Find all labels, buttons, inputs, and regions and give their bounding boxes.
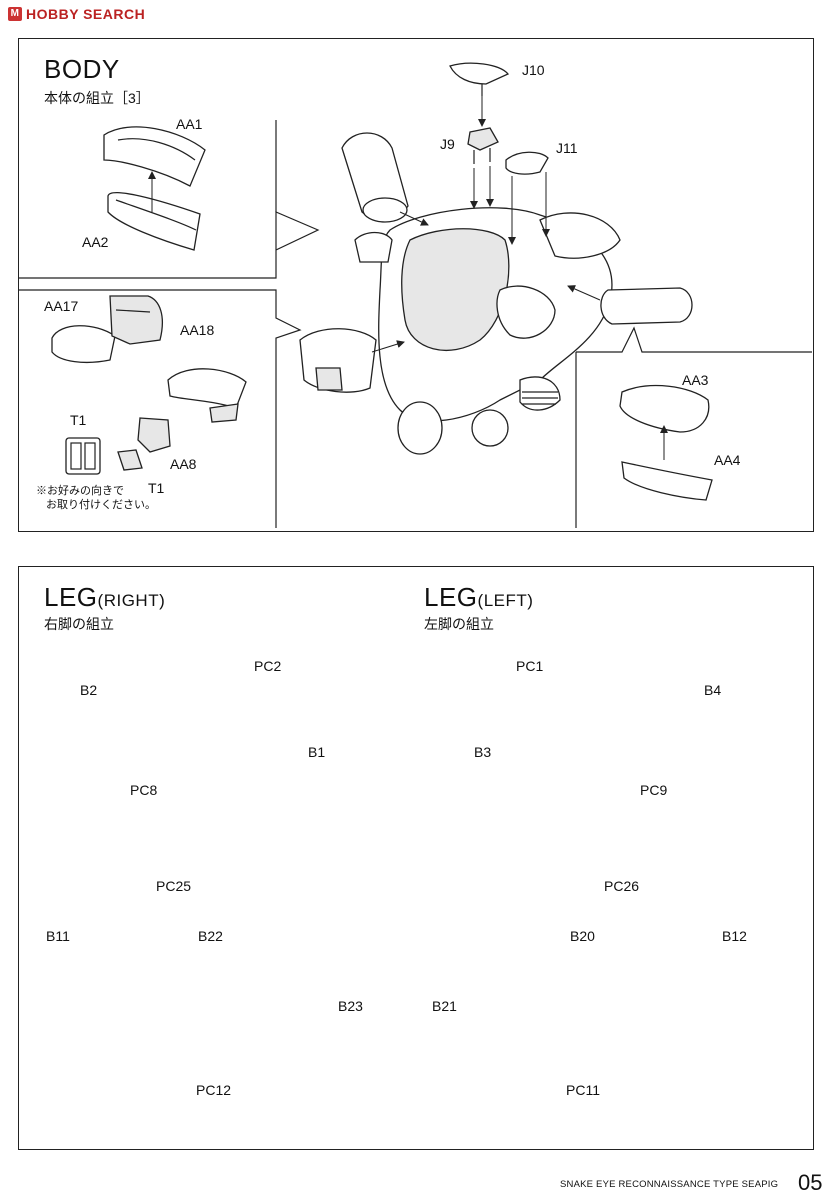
label-b20: B20: [570, 928, 595, 944]
label-j9: J9: [440, 136, 455, 152]
label-t1-bottom: T1: [148, 480, 165, 496]
leg-left-subtitle: 左脚の組立: [424, 616, 494, 632]
label-t1-top: T1: [70, 412, 87, 428]
aa4-part: [621, 461, 713, 501]
label-b22: B22: [198, 928, 223, 944]
label-pc12: PC12: [196, 1082, 232, 1098]
label-b23: B23: [338, 998, 363, 1014]
aa8-part: [117, 417, 171, 471]
label-aa8: AA8: [170, 456, 197, 472]
label-aa17: AA17: [44, 298, 79, 314]
label-b11: B11: [46, 928, 70, 944]
body-subtitle: 本体の組立［3］: [44, 90, 150, 106]
leg-right-title-main: LEG: [44, 582, 98, 612]
watermark: M HOBBY SEARCH: [8, 6, 145, 22]
leg-left-title-paren: (LEFT): [477, 591, 534, 610]
label-aa3: AA3: [682, 372, 709, 388]
label-aa4: AA4: [714, 452, 741, 468]
capsule-part: [600, 287, 693, 325]
j11-part: [505, 151, 549, 175]
t1-part: [65, 437, 101, 475]
label-pc2: PC2: [254, 658, 282, 674]
watermark-suffix: SEARCH: [83, 6, 146, 22]
label-j10: J10: [522, 62, 545, 78]
aa18-right-part: [167, 368, 247, 423]
label-pc8: PC8: [130, 782, 158, 798]
label-b4: B4: [704, 682, 722, 698]
aa2-part: [107, 192, 201, 251]
label-pc25: PC25: [156, 878, 192, 894]
watermark-brand: HOBBY: [26, 6, 80, 22]
label-j11: J11: [556, 140, 578, 156]
label-b12: B12: [722, 928, 747, 944]
body-note-line1: ※お好みの向きで: [36, 485, 124, 497]
aa1-part: [103, 126, 206, 187]
label-aa1: AA1: [176, 116, 203, 132]
label-b3: B3: [474, 744, 492, 760]
j10-part: [449, 62, 510, 96]
page-number: 05: [798, 1170, 823, 1195]
label-aa2: AA2: [82, 234, 109, 250]
label-pc11: PC11: [566, 1082, 600, 1098]
label-aa18: AA18: [180, 322, 215, 338]
lower-box-part: [299, 328, 377, 393]
body-title: BODY: [44, 54, 120, 84]
footer-product-name: SNAKE EYE RECONNAISSANCE TYPE SEAPIG: [560, 1179, 779, 1190]
leg-left-title-main: LEG: [424, 582, 478, 612]
label-b21: B21: [432, 998, 457, 1014]
body-note-line2: お取り付けください。: [46, 499, 156, 511]
aa18-part: [109, 295, 163, 345]
body-callout-lines: [18, 120, 812, 528]
label-b2: B2: [80, 682, 98, 698]
watermark-logo-icon: M: [8, 7, 22, 21]
label-pc9: PC9: [640, 782, 668, 798]
label-b1: B1: [308, 744, 326, 760]
aa17-part: [51, 325, 116, 363]
leg-right-title: LEG(RIGHT): [44, 582, 165, 613]
leg-right-subtitle: 右脚の組立: [44, 616, 114, 632]
robot-body: [354, 207, 621, 455]
aa3-part: [619, 384, 710, 433]
leg-panel: [18, 566, 814, 1150]
leg-left-title: LEG(LEFT): [424, 582, 533, 613]
label-pc1: PC1: [516, 658, 544, 674]
leg-right-title-paren: (RIGHT): [97, 591, 166, 610]
j9-part: [467, 127, 499, 164]
cylinder-part: [341, 132, 409, 223]
label-pc26: PC26: [604, 878, 640, 894]
